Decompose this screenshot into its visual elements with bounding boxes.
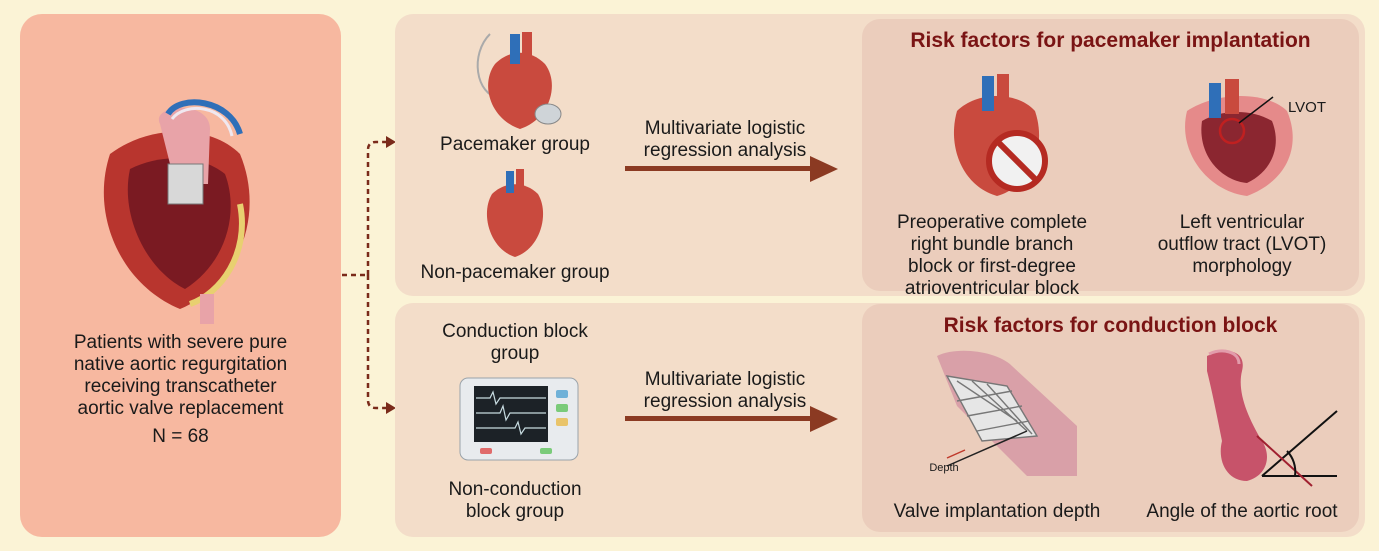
sample-size: N = 68 xyxy=(152,426,209,447)
ecg-monitor-icon xyxy=(459,377,579,461)
analysis-label-line: regression analysis xyxy=(643,140,807,161)
risk-factor-line: atrioventricular block xyxy=(904,278,1080,299)
valve-stent-depth-icon xyxy=(937,350,1077,476)
conduction-group-line: Conduction block xyxy=(442,321,588,342)
analysis-label-line: Multivariate logistic xyxy=(644,118,806,139)
pacemaker-row: Pacemaker group Non-pacemaker group Mult… xyxy=(395,14,1365,299)
risk-factor-line: block or first-degree xyxy=(908,256,1076,277)
heart-prohibited-icon xyxy=(953,74,1048,196)
non-conduction-group-line: Non-conduction xyxy=(448,479,582,500)
patient-description-line: receiving transcatheter xyxy=(84,376,277,397)
analysis-label-line: regression analysis xyxy=(643,391,807,412)
non-conduction-group-line: block group xyxy=(465,501,565,522)
conduction-row: Conduction block group Non-conduction bl… xyxy=(395,303,1365,537)
pacemaker-heart-icon xyxy=(476,32,562,129)
conduction-group-line: group xyxy=(490,343,540,364)
depth-label: Depth xyxy=(929,462,959,474)
analysis-arrow xyxy=(625,406,838,432)
patient-panel: Patients with severe pure native aortic … xyxy=(20,14,341,537)
patient-description-line: Patients with severe pure xyxy=(73,332,288,353)
conduction-risk-factors-panel: Risk factors for conduction block Depth … xyxy=(862,304,1359,532)
aortic-root-angle-label: Angle of the aortic root xyxy=(1146,501,1338,522)
risk-factor-line: Left ventricular xyxy=(1179,212,1305,233)
tavr-heart-illustration xyxy=(103,99,250,324)
valve-implantation-depth-label: Valve implantation depth xyxy=(893,501,1101,522)
heart-icon xyxy=(486,169,544,257)
pacemaker-risk-title: Risk factors for pacemaker implantation xyxy=(910,29,1311,52)
lvot-heart-section-icon xyxy=(1185,79,1293,196)
conduction-risk-title: Risk factors for conduction block xyxy=(943,314,1278,337)
risk-factor-line: Preoperative complete xyxy=(896,212,1088,233)
risk-factor-line: outflow tract (LVOT) xyxy=(1157,234,1327,255)
analysis-arrow xyxy=(625,156,838,182)
non-pacemaker-group-label: Non-pacemaker group xyxy=(420,262,610,283)
pacemaker-group-label: Pacemaker group xyxy=(440,134,590,155)
lvot-label: LVOT xyxy=(1287,99,1327,116)
aortic-root-angle-icon xyxy=(1207,349,1338,487)
risk-factor-line: right bundle branch xyxy=(910,234,1074,255)
risk-factor-line: morphology xyxy=(1192,256,1292,277)
patient-description-line: aortic valve replacement xyxy=(77,398,284,419)
analysis-label-line: Multivariate logistic xyxy=(644,369,806,390)
pacemaker-risk-factors-panel: Risk factors for pacemaker implantation … xyxy=(862,19,1359,299)
dashed-connectors xyxy=(342,136,396,414)
patient-description-line: native aortic regurgitation xyxy=(73,354,288,375)
